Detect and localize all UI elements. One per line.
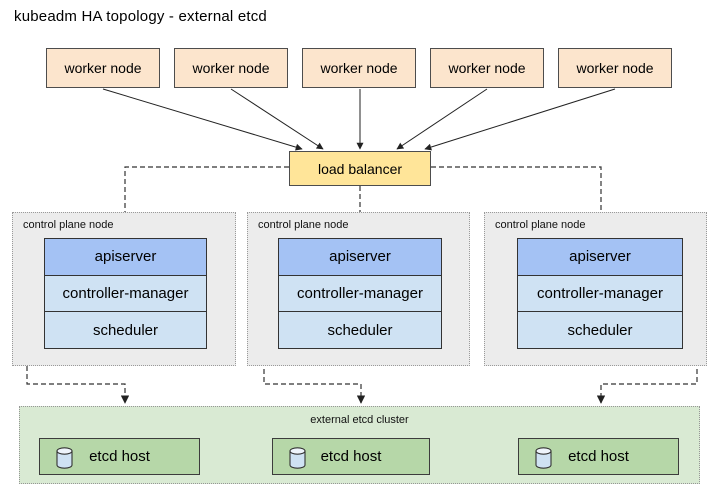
control-plane-node-2: control plane node apiserver controller-… <box>247 212 470 366</box>
worker-node-1: worker node <box>46 48 160 88</box>
worker-node-4: worker node <box>430 48 544 88</box>
etcd-host-3: etcd host <box>518 438 679 475</box>
apiserver-3: apiserver <box>518 239 682 275</box>
worker-node-3: worker node <box>302 48 416 88</box>
diagram-title: kubeadm HA topology - external etcd <box>14 8 267 25</box>
edge-worker2-to-lb <box>230 88 324 150</box>
control-plane-node-1: control plane node apiserver controller-… <box>12 212 236 366</box>
worker-node-2: worker node <box>174 48 288 88</box>
etcd-host-2: etcd host <box>272 438 430 475</box>
component-stack: apiserver controller-manager scheduler <box>278 238 442 349</box>
database-cylinder-icon <box>55 446 74 474</box>
control-plane-label: control plane node <box>495 219 586 231</box>
worker-node-label: worker node <box>192 60 270 76</box>
etcd-cluster-label: external etcd cluster <box>310 414 409 426</box>
edge-worker5-to-lb <box>424 88 616 151</box>
component-stack: apiserver controller-manager scheduler <box>44 238 207 349</box>
apiserver-1: apiserver <box>45 239 206 275</box>
edge-worker4-to-lb <box>396 88 488 150</box>
etcd-host-label: etcd host <box>89 448 150 465</box>
control-plane-label: control plane node <box>23 219 114 231</box>
control-plane-node-3: control plane node apiserver controller-… <box>484 212 707 366</box>
worker-node-label: worker node <box>448 60 526 76</box>
worker-node-label: worker node <box>320 60 398 76</box>
worker-node-label: worker node <box>576 60 654 76</box>
scheduler-2: scheduler <box>279 311 441 349</box>
edge-worker1-to-lb <box>102 88 303 151</box>
scheduler-3: scheduler <box>518 311 682 349</box>
controller-manager-3: controller-manager <box>518 274 682 312</box>
controller-manager-2: controller-manager <box>279 274 441 312</box>
etcd-host-1: etcd host <box>39 438 200 475</box>
control-plane-label: control plane node <box>258 219 349 231</box>
database-cylinder-icon <box>534 446 553 474</box>
apiserver-2: apiserver <box>279 239 441 275</box>
load-balancer: load balancer <box>289 151 431 186</box>
controller-manager-1: controller-manager <box>45 274 206 312</box>
scheduler-1: scheduler <box>45 311 206 349</box>
component-stack: apiserver controller-manager scheduler <box>517 238 683 349</box>
worker-node-5: worker node <box>558 48 672 88</box>
database-cylinder-icon <box>288 446 307 474</box>
etcd-host-label: etcd host <box>320 448 382 465</box>
load-balancer-label: load balancer <box>317 160 403 177</box>
worker-node-label: worker node <box>64 60 142 76</box>
etcd-host-label: etcd host <box>568 448 629 465</box>
